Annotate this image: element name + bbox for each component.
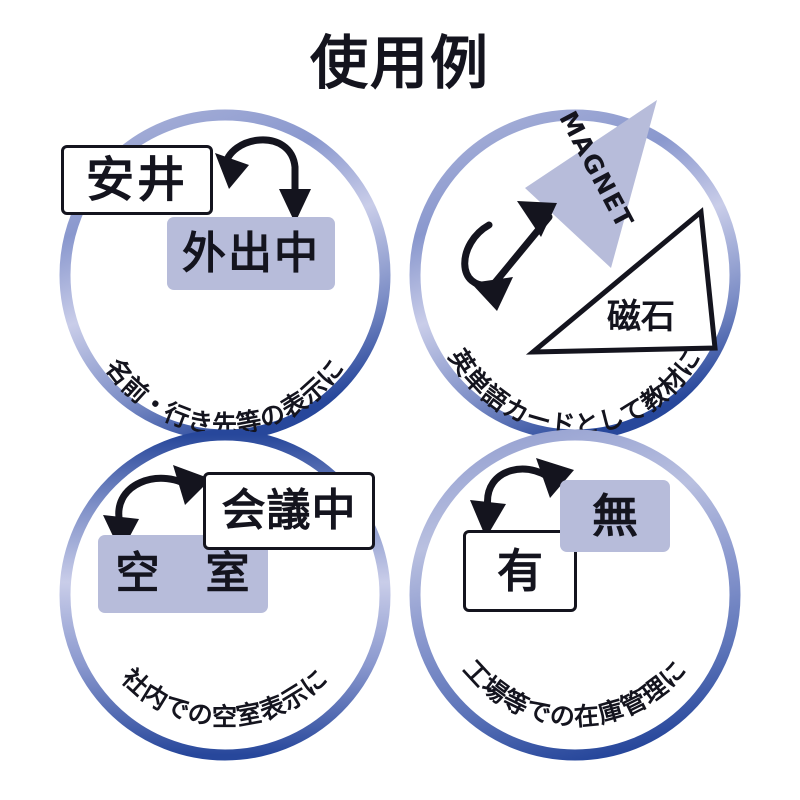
out-of-stock-card[interactable]: 無 — [560, 480, 670, 552]
usage-panel-room-vacancy: 社内での空室表示に 空 室 会議中 — [55, 425, 395, 765]
usage-examples-grid: 名前・行き先等の表示に 外出中 安井 — [0, 95, 800, 800]
panel-content: 外出中 安井 — [55, 105, 395, 445]
meeting-card[interactable]: 会議中 — [203, 472, 375, 550]
name-card[interactable]: 安井 — [61, 145, 213, 215]
panel-content: MAGNET 磁石 — [405, 100, 745, 445]
page-title: 使用例 — [309, 29, 490, 97]
usage-panel-name-destination: 名前・行き先等の表示に 外出中 安井 — [55, 105, 395, 445]
panel-content: 空 室 会議中 — [55, 425, 395, 765]
usage-panel-inventory-management: 工場等での在庫管理に 無 有 — [405, 425, 745, 765]
magnet-triangle[interactable]: MAGNET — [515, 100, 725, 350]
ring-circle — [409, 429, 741, 761]
panel-content: 無 有 — [405, 425, 745, 765]
usage-panel-english-word-card: 英単語カードとして教材に MAGNET 磁石 — [405, 100, 745, 445]
magnet-outline-triangle[interactable]: 磁石 — [525, 200, 740, 380]
in-stock-card[interactable]: 有 — [463, 530, 577, 612]
magnet-jp-label: 磁石 — [607, 297, 675, 337]
status-card[interactable]: 外出中 — [167, 217, 335, 290]
ring-circle — [59, 429, 391, 761]
